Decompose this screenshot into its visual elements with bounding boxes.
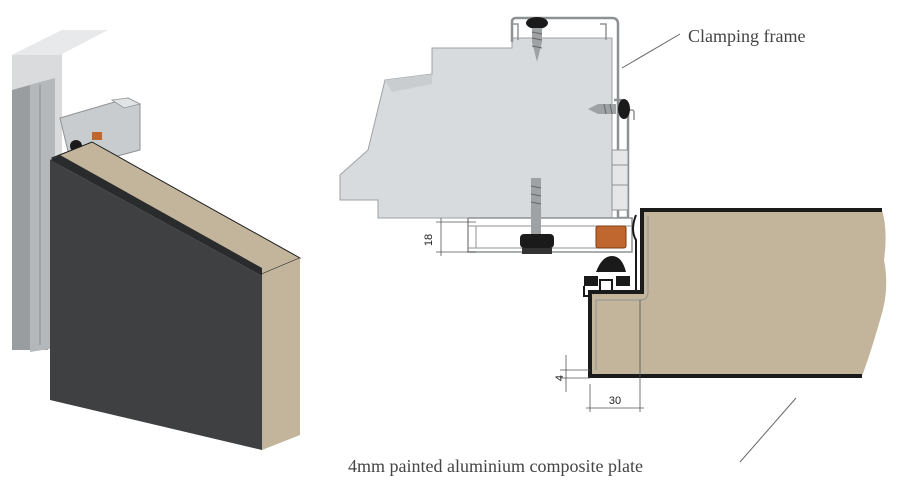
plate-skin: [588, 208, 882, 378]
dimension-30-label: 30: [609, 395, 621, 407]
dimension-4-label: 4: [554, 375, 566, 381]
dimension-18: 18: [423, 218, 476, 256]
clamping-frame-label: Clamping frame: [688, 26, 805, 46]
substrate-block: [339, 37, 613, 219]
clamping-frame-leader: [621, 33, 681, 69]
plate-core: [590, 210, 887, 376]
side-screw: [588, 99, 630, 119]
section-view: 18 4 30 Clamping frame 4mm painted alumi…: [339, 16, 887, 476]
dimension-4: 4: [554, 355, 590, 392]
composite-plate-section: [583, 208, 887, 378]
panel-side-edge: [262, 258, 300, 450]
spacer-block: [595, 225, 627, 249]
dimension-18-label: 18: [423, 234, 435, 246]
dimension-30: 30: [586, 300, 644, 412]
composite-plate-leader: [739, 397, 797, 463]
panel-face: [50, 160, 262, 450]
perspective-view: [12, 30, 302, 450]
wall-backing-light: [12, 30, 108, 55]
wall-side: [30, 78, 55, 352]
composite-plate-label: 4mm painted aluminium composite plate: [348, 456, 643, 476]
top-screw: [526, 17, 548, 62]
bottom-bolt: [520, 178, 554, 254]
spacer-block-3d: [92, 132, 102, 140]
